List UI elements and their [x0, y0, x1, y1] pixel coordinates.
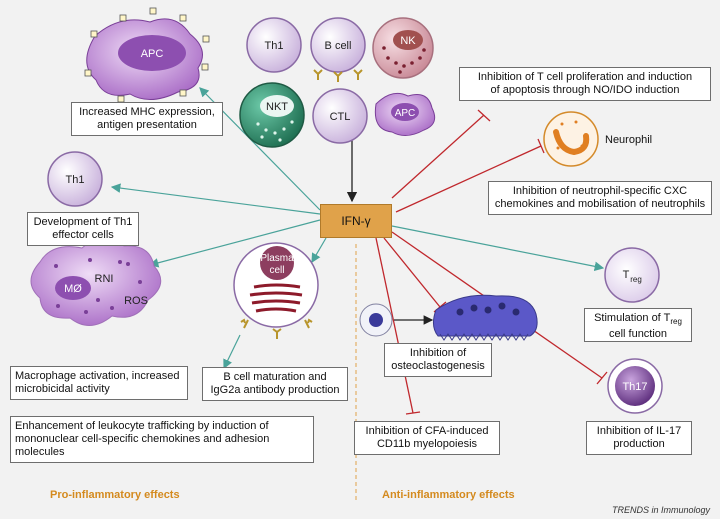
inhibit-cfa-bar — [405, 411, 421, 415]
inhibit-osteoclast — [383, 237, 441, 308]
rni-label: RNI — [95, 273, 114, 285]
bcell-line2: IgG2a antibody production — [210, 384, 340, 396]
osteoclastogenesis-box: Inhibition of osteoclastogenesis — [384, 343, 492, 377]
osteo-line2: osteoclastogenesis — [391, 360, 485, 372]
inhibit-cfa — [375, 237, 414, 414]
th1-dev-line2: effector cells — [52, 229, 114, 241]
th1-top-cell: Th1 — [246, 17, 302, 73]
apc-large-label: APC — [141, 48, 164, 60]
inhibit-tcell-bar — [477, 109, 491, 122]
il17-inhibition-box: Inhibition of IL-17 production — [586, 421, 692, 455]
th1-left-label: Th1 — [66, 174, 85, 186]
activation-arrows — [110, 87, 605, 370]
macrophage-label: MØ — [64, 283, 82, 295]
osteo-line1: Inhibition of — [409, 347, 467, 359]
macro-line1: Macrophage activation, increased — [15, 370, 180, 382]
anti-inflammatory-heading: Anti-inflammatory effects — [382, 489, 515, 501]
inhibit-neutrophil-bar — [537, 138, 545, 154]
b-cell: B cell — [310, 17, 366, 82]
arrow-to-plasma — [311, 237, 327, 264]
pro-inflammatory-heading: Pro-inflammatory effects — [50, 489, 180, 501]
ifn-gamma-label: IFN-γ — [341, 214, 371, 228]
ros-label: ROS — [124, 295, 148, 307]
ctl-label: CTL — [330, 111, 351, 123]
tcell-line2: of apoptosis through NO/IDO induction — [490, 84, 680, 96]
ifn-gamma-box: IFN-γ — [320, 204, 392, 238]
treg-label-main: T — [623, 269, 630, 281]
cfa-myelopoiesis-box: Inhibition of CFA-induced CD11b myelopoi… — [354, 421, 500, 455]
neutrophil-inhibition-box: Inhibition of neutrophil-specific CXC ch… — [488, 181, 712, 215]
th1-left-cell: Th1 — [47, 151, 103, 207]
il17-line1: Inhibition of IL-17 — [596, 425, 682, 437]
bcell-line1: B cell maturation and — [223, 371, 327, 383]
b-cell-label: B cell — [325, 40, 352, 52]
treg-line1-sub: reg — [670, 317, 682, 327]
th1-dev-line1: Development of Th1 — [33, 216, 133, 228]
macrophage-cell: MØ RNI ROS — [30, 239, 162, 326]
tcell-inhibition-box: Inhibition of T cell proliferation and i… — [459, 67, 711, 101]
apc-small-label: APC — [395, 108, 416, 119]
neut-line1: Inhibition of neutrophil-specific CXC — [512, 185, 688, 197]
nk-label: NK — [400, 35, 416, 47]
plasma-cell: Plasma cell — [233, 242, 319, 339]
nkt-cell: NKT — [239, 82, 305, 148]
tcell-line1: Inhibition of T cell proliferation and i… — [477, 71, 693, 83]
macro-line2: microbicidal activity — [15, 383, 110, 395]
th1-development-box: Development of Th1 effector cells — [27, 212, 139, 246]
mhc-line2: antigen presentation — [97, 119, 197, 131]
inhibit-tcell — [391, 114, 485, 199]
leukocyte-trafficking-box: Enhancement of leukocyte trafficking by … — [10, 416, 314, 463]
neut-line2: chemokines and mobilisation of neutrophi… — [494, 198, 706, 210]
plasma-label-line2: cell — [269, 265, 284, 276]
treg-label-sub: reg — [630, 275, 642, 284]
th17-cell: Th17 — [607, 358, 663, 414]
bcell-maturation-box: B cell maturation and IgG2a antibody pro… — [202, 367, 348, 401]
nkt-label: NKT — [266, 101, 288, 113]
apc-large-cell: APC — [84, 7, 210, 110]
osteoclast-precursor — [359, 303, 393, 337]
arrow-to-th1 — [110, 183, 321, 215]
inhibit-neutrophil — [395, 145, 542, 213]
treg-stimulation-box: Stimulation of Treg cell function — [584, 308, 692, 342]
macrophage-activation-box: Macrophage activation, increased microbi… — [10, 366, 188, 400]
th17-label: Th17 — [622, 381, 647, 393]
mhc-box: Increased MHC expression, antigen presen… — [71, 102, 223, 136]
nk-cell: NK — [372, 17, 434, 79]
arrow-to-macrophage — [148, 219, 321, 268]
treg-cell: T reg — [604, 247, 660, 303]
inhibit-th17-bar — [596, 371, 608, 385]
ctl-cell: CTL — [312, 88, 368, 144]
journal-credit: TRENDS in Immunology — [611, 505, 710, 515]
il17-line2: production — [613, 438, 665, 450]
leuko-line1: Enhancement of leukocyte trafficking by … — [15, 420, 269, 432]
cfa-line1: Inhibition of CFA-induced — [365, 425, 489, 437]
osteoclast-cell — [432, 294, 538, 341]
arrow-to-treg — [391, 225, 605, 272]
leuko-line3: molecules — [15, 446, 65, 458]
arrow-to-bcell-box — [223, 334, 241, 370]
plasma-label-line1: Plasma — [260, 253, 294, 264]
neutrophil-cell: Neurophil — [543, 111, 652, 167]
cfa-line2: CD11b myelopoiesis — [376, 438, 478, 450]
treg-line2: cell function — [608, 328, 668, 341]
neutrophil-label: Neurophil — [605, 134, 652, 146]
treg-line1-main: Stimulation of T — [594, 312, 671, 324]
mhc-line1: Increased MHC expression, — [79, 106, 215, 118]
th1-top-label: Th1 — [265, 40, 284, 52]
leuko-line2: mononuclear cell-specific chemokines and… — [15, 433, 270, 445]
apc-small-cell: APC — [374, 92, 436, 136]
treg-line1: Stimulation of Treg — [589, 312, 687, 328]
